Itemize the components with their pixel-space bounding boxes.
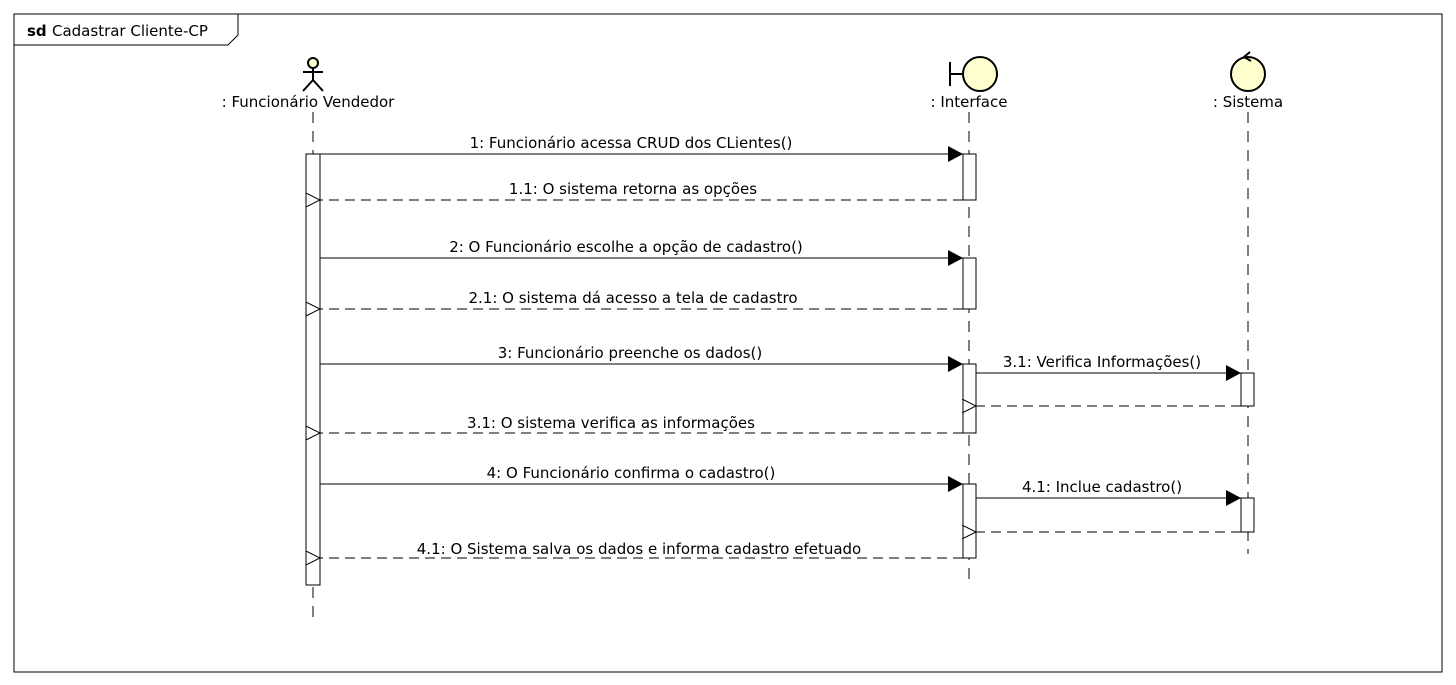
frame-border: [13, 13, 1443, 673]
activation-sistema-2: [1240, 497, 1255, 533]
activations: [305, 153, 1255, 586]
message-label: 2.1: O sistema dá acesso a tela de cadas…: [468, 289, 797, 307]
lifeline-label-sistema: : Sistema: [1213, 93, 1283, 111]
message-label: 2: O Funcionário escolhe a opção de cada…: [449, 238, 803, 256]
activation-interface-2: [962, 257, 977, 310]
lifeline-head-sistema: : Sistema: [1213, 51, 1283, 111]
message-label: 4.1: O Sistema salva os dados e informa …: [417, 540, 861, 558]
activation-interface-4: [962, 483, 977, 559]
message-label: 1.1: O sistema retorna as opções: [509, 180, 757, 198]
activation-interface-3: [962, 363, 977, 434]
lifeline-head-interface: : Interface: [931, 56, 1008, 111]
message-label: 4.1: Inclue cadastro(): [1022, 478, 1182, 496]
message-3-1-call: 3.1: Verifica Informações(): [976, 353, 1241, 381]
control-icon: [1230, 51, 1266, 92]
lifeline-label-interface: : Interface: [931, 93, 1008, 111]
frame: sd Cadastrar Cliente-CP: [13, 13, 1443, 673]
frame-title: Cadastrar Cliente-CP: [52, 22, 208, 40]
lifeline-head-vendedor: : Funcionário Vendedor: [222, 57, 395, 111]
boundary-icon: [949, 56, 998, 92]
lifeline-label-vendedor: : Funcionário Vendedor: [222, 93, 395, 111]
message-label: 3: Funcionário preenche os dados(): [498, 344, 763, 362]
message-label: 3.1: O sistema verifica as informações: [467, 414, 755, 432]
message-2-1: 2.1: O sistema dá acesso a tela de cadas…: [320, 289, 963, 309]
frame-tab: [14, 14, 239, 46]
actor-icon: [302, 57, 324, 92]
message-label: 4: O Funcionário confirma o cadastro(): [487, 464, 776, 482]
activation-interface-1: [962, 153, 977, 201]
message-4-1-call: 4.1: Inclue cadastro(): [976, 478, 1241, 506]
message-2: 2: O Funcionário escolhe a opção de cada…: [320, 238, 963, 266]
activation-vendedor: [305, 153, 321, 586]
messages: 1: Funcionário acessa CRUD dos CLientes(…: [320, 134, 1241, 558]
message-1: 1: Funcionário acessa CRUD dos CLientes(…: [320, 134, 963, 162]
message-3-1-reply: 3.1: O sistema verifica as informações: [320, 414, 963, 433]
message-label: 1: Funcionário acessa CRUD dos CLientes(…: [470, 134, 793, 152]
message-4: 4: O Funcionário confirma o cadastro(): [320, 464, 963, 492]
message-label: 3.1: Verifica Informações(): [1003, 353, 1201, 371]
frame-keyword: sd: [27, 22, 47, 40]
message-3: 3: Funcionário preenche os dados(): [320, 344, 963, 372]
message-1-1: 1.1: O sistema retorna as opções: [320, 180, 963, 200]
message-4-1-reply: 4.1: O Sistema salva os dados e informa …: [320, 540, 963, 558]
activation-sistema-1: [1240, 372, 1255, 407]
